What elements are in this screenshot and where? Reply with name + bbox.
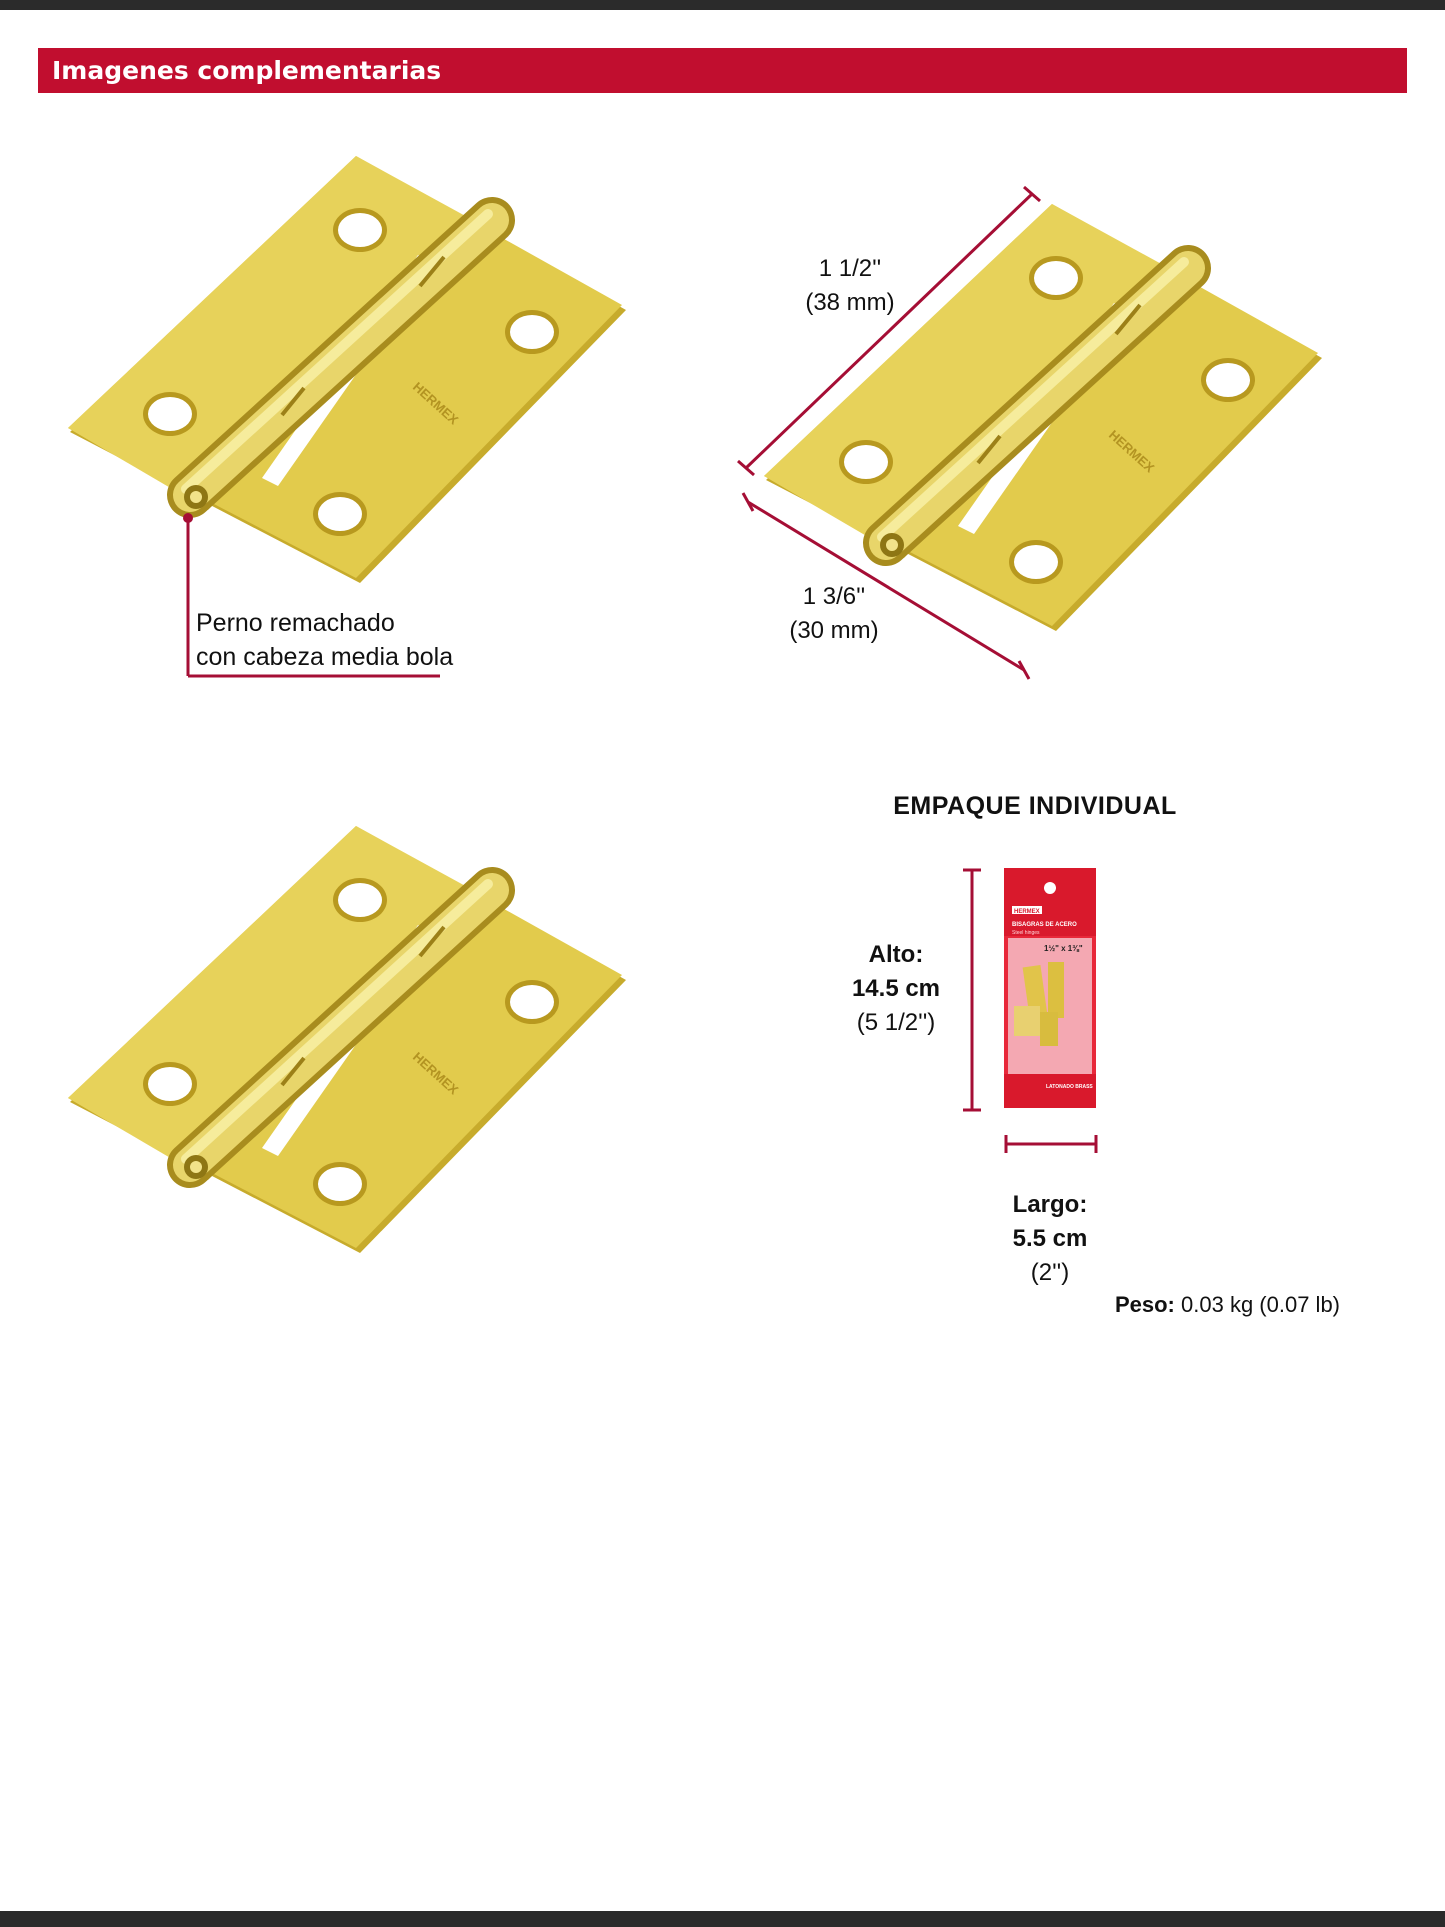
package-weight: Peso: 0.03 kg (0.07 lb): [1080, 1292, 1340, 1318]
package-dimension-lines: [963, 868, 1098, 1153]
alto-cm: 14.5 cm: [851, 975, 941, 1002]
width-inches: 1 3/6'': [802, 583, 866, 610]
height-mm: (38 mm): [805, 289, 895, 316]
bottom-bar: [0, 1911, 1445, 1927]
package-title: EMPAQUE INDIVIDUAL: [893, 792, 1177, 820]
package-product-name: BISAGRAS DE ACERO: [1012, 922, 1077, 928]
package-brand: HERMEX: [1014, 909, 1040, 915]
callout-line-1: Perno remachado: [196, 609, 395, 637]
hinge-graphic: [68, 826, 626, 1253]
hinge-image-3: HERMEX: [68, 826, 626, 1253]
hinge-image-1: HERMEX: [68, 156, 626, 583]
peso-label: Peso:: [1114, 1292, 1175, 1317]
section-title: Imagenes complementarias: [52, 56, 442, 85]
package-width-label: Largo: 5.5 cm (2''): [990, 1188, 1110, 1290]
largo-label: Largo:: [1012, 1191, 1088, 1218]
height-dimension-label: 1 1/2'' (38 mm): [778, 252, 922, 320]
callout-label: Perno remachado con cabeza media bola: [196, 606, 453, 674]
package-finish: LATONADO BRASS: [1046, 1084, 1093, 1090]
peso-value: 0.03 kg (0.07 lb): [1181, 1292, 1340, 1317]
top-bar: [0, 0, 1445, 10]
width-mm: (30 mm): [789, 617, 879, 644]
hinge-graphic: [68, 156, 626, 583]
hinge-graphic: [764, 204, 1322, 631]
width-dimension-label: 1 3/6'' (30 mm): [762, 580, 906, 648]
largo-inches: (2''): [1030, 1259, 1070, 1286]
alto-label: Alto:: [868, 941, 924, 968]
section-header: Imagenes complementarias: [38, 48, 1407, 93]
alto-inches: (5 1/2''): [856, 1009, 936, 1036]
package-image: HERMEX BISAGRAS DE ACERO Steel hinges 1½…: [1004, 868, 1096, 1108]
package-height-label: Alto: 14.5 cm (5 1/2''): [846, 938, 946, 1040]
dimension-lines: [737, 185, 1041, 680]
callout-line-2: con cabeza media bola: [196, 643, 454, 671]
height-inches: 1 1/2'': [818, 255, 882, 282]
package-product-sub: Steel hinges: [1012, 930, 1040, 936]
hinge-image-2: HERMEX: [764, 204, 1322, 631]
largo-cm: 5.5 cm: [1012, 1225, 1088, 1252]
callout-leader: [183, 513, 440, 678]
package-size: 1½" x 1⅜": [1044, 944, 1083, 953]
